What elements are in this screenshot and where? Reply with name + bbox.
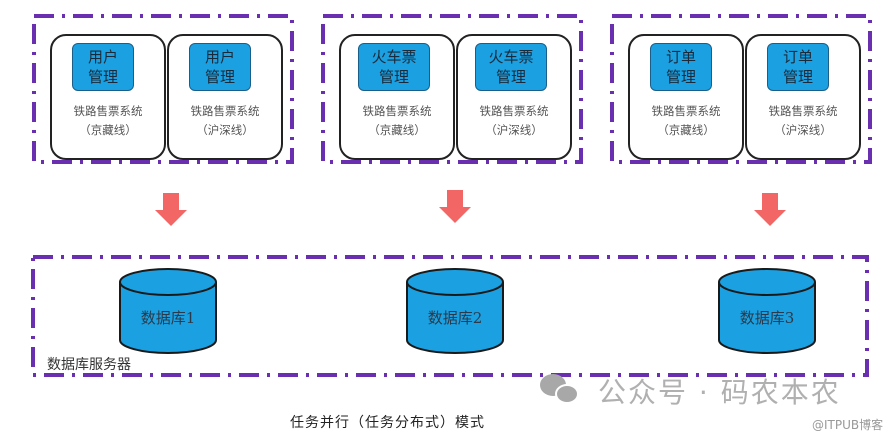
- system-label: 铁路售票系统 （沪深线）: [190, 104, 260, 137]
- watermark: 公众号 · 码农本农: [598, 376, 841, 409]
- module-box: 订单 管理: [767, 43, 829, 91]
- database-top: [406, 268, 504, 296]
- system-card: 火车票 管理铁路售票系统 （沪深线）: [456, 34, 572, 160]
- database-label: 数据库2: [427, 309, 483, 327]
- database-cylinder: [406, 282, 504, 354]
- system-card: 火车票 管理铁路售票系统 （京藏线）: [339, 34, 455, 160]
- system-card: 用户 管理铁路售票系统 （京藏线）: [50, 34, 166, 160]
- module-box: 用户 管理: [72, 43, 134, 91]
- arrow-down-icon: [155, 193, 187, 226]
- system-card: 订单 管理铁路售票系统 （沪深线）: [745, 34, 861, 160]
- wechat-icon: [540, 374, 579, 404]
- module-box: 用户 管理: [189, 43, 251, 91]
- module-box: 火车票 管理: [358, 43, 430, 91]
- arrow-down-icon: [754, 193, 786, 226]
- group-border-order: [610, 14, 872, 164]
- system-label: 铁路售票系统 （京藏线）: [362, 104, 432, 137]
- db-server-label: 数据库服务器: [47, 357, 131, 373]
- arrow-down-icon: [439, 190, 471, 223]
- group-border-ticket: [321, 14, 583, 164]
- database-top: [119, 268, 217, 296]
- group-border-user: [32, 14, 294, 164]
- db-server-border: [31, 255, 869, 377]
- database-cylinder: [119, 282, 217, 354]
- system-label: 铁路售票系统 （沪深线）: [768, 104, 838, 137]
- system-label: 铁路售票系统 （沪深线）: [479, 104, 549, 137]
- diagram-caption: 任务并行（任务分布式）模式: [290, 415, 485, 431]
- module-box: 火车票 管理: [475, 43, 547, 91]
- module-box: 订单 管理: [650, 43, 712, 91]
- system-label: 铁路售票系统 （京藏线）: [651, 104, 721, 137]
- watermark-source: @ITPUB博客: [812, 418, 884, 432]
- database-label: 数据库1: [140, 309, 196, 327]
- system-label: 铁路售票系统 （京藏线）: [73, 104, 143, 137]
- system-card: 订单 管理铁路售票系统 （京藏线）: [628, 34, 744, 160]
- database-top: [718, 268, 816, 296]
- database-cylinder: [718, 282, 816, 354]
- database-label: 数据库3: [739, 309, 795, 327]
- system-card: 用户 管理铁路售票系统 （沪深线）: [167, 34, 283, 160]
